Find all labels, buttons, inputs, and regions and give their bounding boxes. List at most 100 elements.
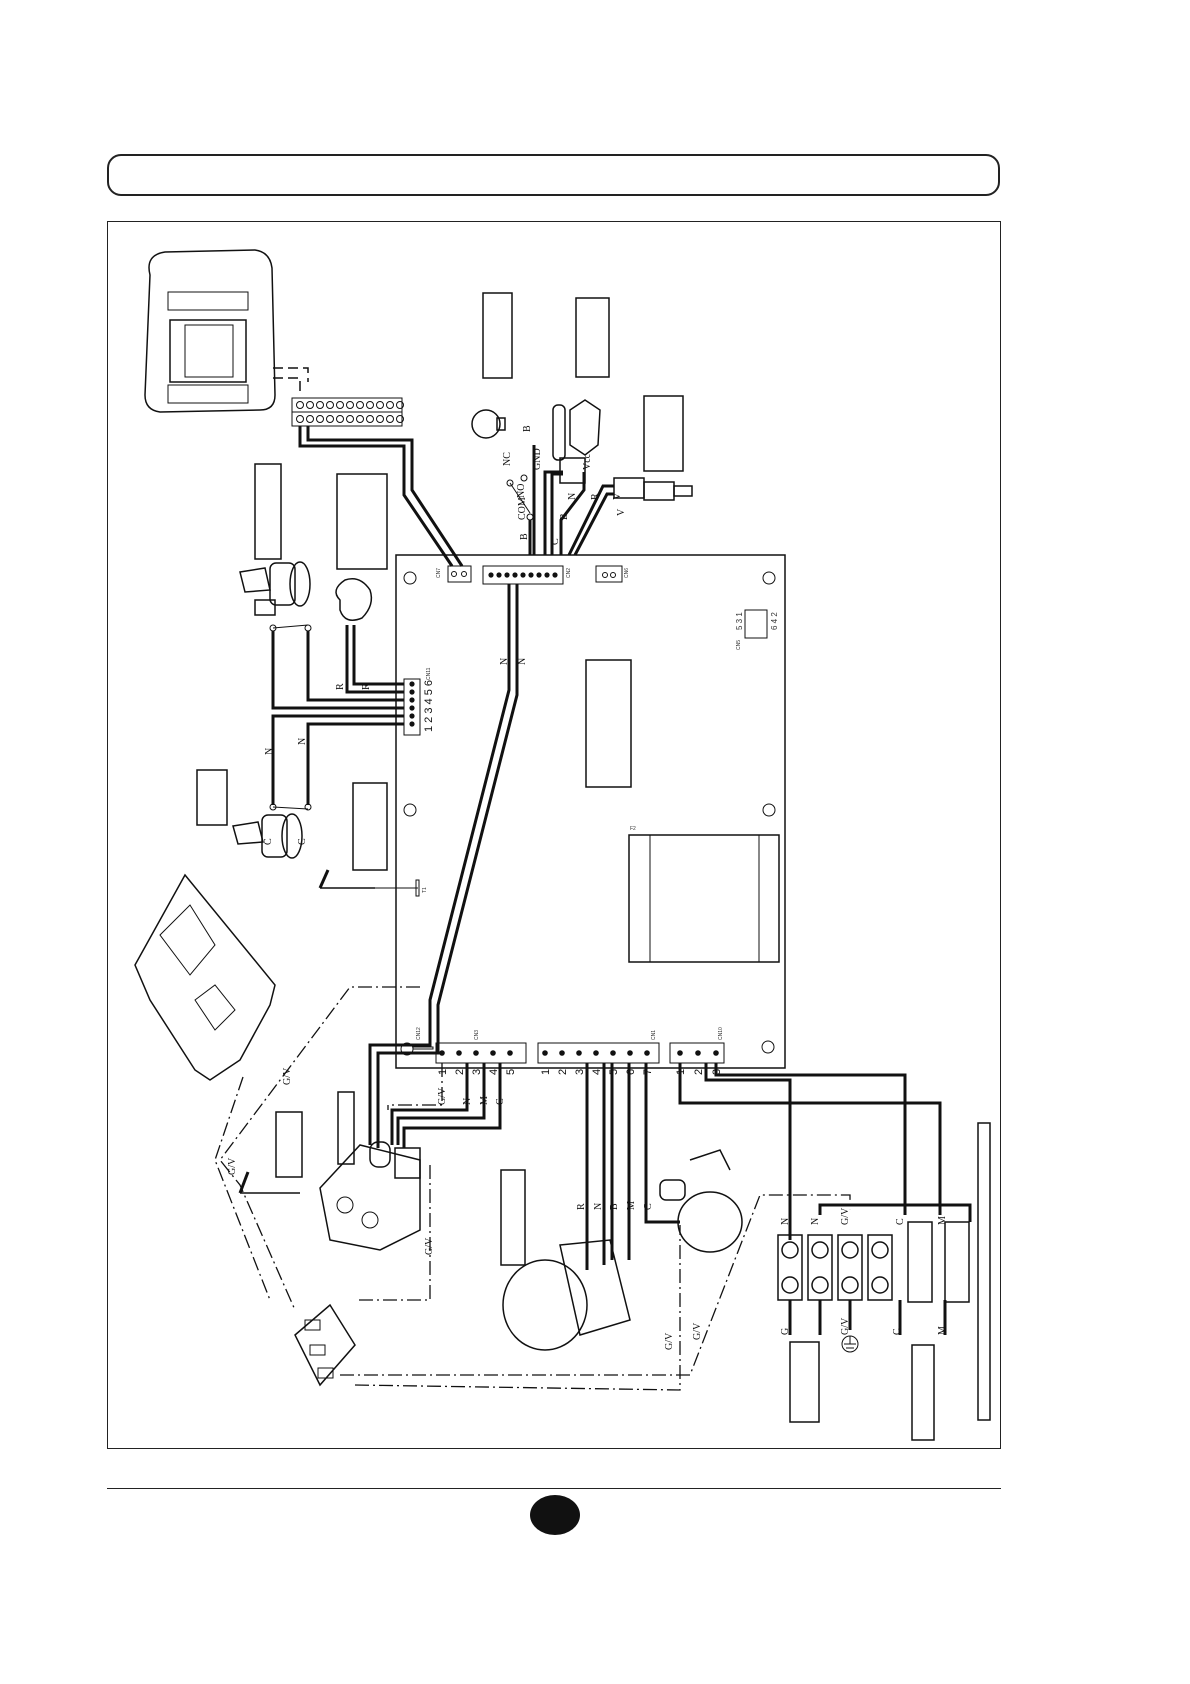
terminal-screw <box>841 1241 859 1259</box>
main-terminal-block-icon <box>777 1221 970 1303</box>
terminal-hole <box>346 415 354 423</box>
terminal-hole <box>336 415 344 423</box>
terminal-hole <box>326 415 334 423</box>
remote-control-icon <box>144 249 276 413</box>
title-bar <box>107 154 1000 196</box>
cn2-pin <box>544 572 550 578</box>
terminal-screw <box>871 1276 889 1294</box>
cn3-label: CN3 <box>474 1030 480 1040</box>
wire-label: C <box>550 538 561 545</box>
cn3-pin <box>490 1050 496 1056</box>
wire-label: M <box>937 1216 948 1225</box>
terminal-hole <box>316 401 324 409</box>
wire-label: G/V <box>692 1322 703 1340</box>
cn11-pin <box>409 697 415 703</box>
cn2-pin <box>504 572 510 578</box>
cn1-pin <box>559 1050 565 1056</box>
cn1-label: CN1 <box>651 1030 657 1040</box>
terminal-hole <box>336 401 344 409</box>
fan-sensor-icon <box>335 578 373 621</box>
cn3-pin-number: 2 <box>454 1069 466 1075</box>
terminal-screw <box>781 1276 799 1294</box>
terminal-hole <box>326 401 334 409</box>
cn2-pin <box>488 572 494 578</box>
cn10-pin <box>677 1050 683 1056</box>
ignition-transformer-icon <box>294 1303 356 1387</box>
wire-label: N <box>517 658 528 665</box>
wire-label: V <box>616 508 627 516</box>
diagram-frame <box>107 221 1001 1449</box>
cn1-pin-number: 3 <box>574 1069 586 1075</box>
cn3-pin-number: 4 <box>488 1069 500 1075</box>
wire-label: G/V <box>282 1067 293 1085</box>
wire-label: B <box>609 1203 620 1210</box>
pressure-switch-icon <box>471 409 506 439</box>
wire-label: B <box>519 533 530 540</box>
wire-label: GND <box>532 448 543 470</box>
circulation-pump-icon <box>659 1149 743 1253</box>
component-label-boxes <box>196 292 991 1441</box>
cn1-pin <box>542 1050 548 1056</box>
cn7-label: CN7 <box>436 568 442 578</box>
cn1-pin-number: 4 <box>591 1069 603 1075</box>
page-number-badge <box>530 1495 580 1535</box>
wire-label: G/V <box>840 1317 851 1335</box>
wire-label: N <box>810 1218 821 1225</box>
terminal-screw <box>871 1241 889 1259</box>
wire-label: M <box>626 1201 637 1210</box>
wire-label: M <box>479 1096 490 1105</box>
wire-label: N <box>567 493 578 500</box>
cn1-pin <box>644 1050 650 1056</box>
cn11-pins: 1 2 3 4 5 6 <box>423 680 435 732</box>
terminal-hole <box>296 415 304 423</box>
wire-label: V <box>612 492 623 500</box>
footer-divider <box>107 1488 1001 1489</box>
terminal-cell <box>807 1234 833 1301</box>
f2-label: F2 <box>630 826 636 832</box>
wire-label: COM <box>517 497 528 520</box>
terminal-screw <box>781 1241 799 1259</box>
wire-label: N <box>593 1203 604 1210</box>
cn1-pin-number: 7 <box>642 1069 654 1075</box>
terminal-screw <box>811 1241 829 1259</box>
terminal-screw <box>811 1276 829 1294</box>
control-board: F2 CN7 CN2 CN6 5 3 1 6 4 2 CN5 1 2 3 4 5… <box>395 554 786 1075</box>
cn3-pin <box>439 1050 445 1056</box>
cn11-pin <box>409 705 415 711</box>
wire-label: M <box>937 1326 948 1335</box>
terminal-hole <box>306 415 314 423</box>
cn3-pin-number: 1 <box>437 1069 449 1075</box>
terminal-hole <box>296 401 304 409</box>
cn5-label: CN5 <box>736 640 742 650</box>
cn3-pin-number: 5 <box>505 1069 517 1075</box>
wire-label: N <box>297 738 308 745</box>
remote-cable <box>273 367 309 392</box>
terminal-hole <box>386 415 394 423</box>
cn3-pin-number: 3 <box>471 1069 483 1075</box>
cn3-pin <box>456 1050 462 1056</box>
fan-motor-icon <box>502 1239 631 1351</box>
cn2-pin <box>536 572 542 578</box>
cn1-pin-number: 2 <box>557 1069 569 1075</box>
wire-label: C <box>263 838 274 845</box>
terminal-cell <box>837 1234 863 1301</box>
wire-label: C <box>895 1218 906 1225</box>
wire-label: G/V <box>840 1207 851 1225</box>
cn1-pin <box>610 1050 616 1056</box>
cn6-label: CN6 <box>624 568 630 578</box>
terminal-cell <box>777 1234 803 1301</box>
cn11-pin <box>409 713 415 719</box>
terminal-hole <box>396 415 404 423</box>
wire-label: NC <box>502 452 513 466</box>
cn2-pin <box>512 572 518 578</box>
terminal-hole <box>366 415 374 423</box>
cn1-pin-number: 1 <box>540 1069 552 1075</box>
terminal-strip-icon <box>291 397 404 427</box>
wire-label: Vcc <box>582 453 593 470</box>
cn2-pin <box>496 572 502 578</box>
boiler-chassis-icon <box>134 873 276 1081</box>
wire-label: G/V <box>424 1237 435 1255</box>
cn11-pin <box>409 721 415 727</box>
cn2-label: CN2 <box>566 568 572 578</box>
overheat-thermostat-icon <box>239 561 311 616</box>
